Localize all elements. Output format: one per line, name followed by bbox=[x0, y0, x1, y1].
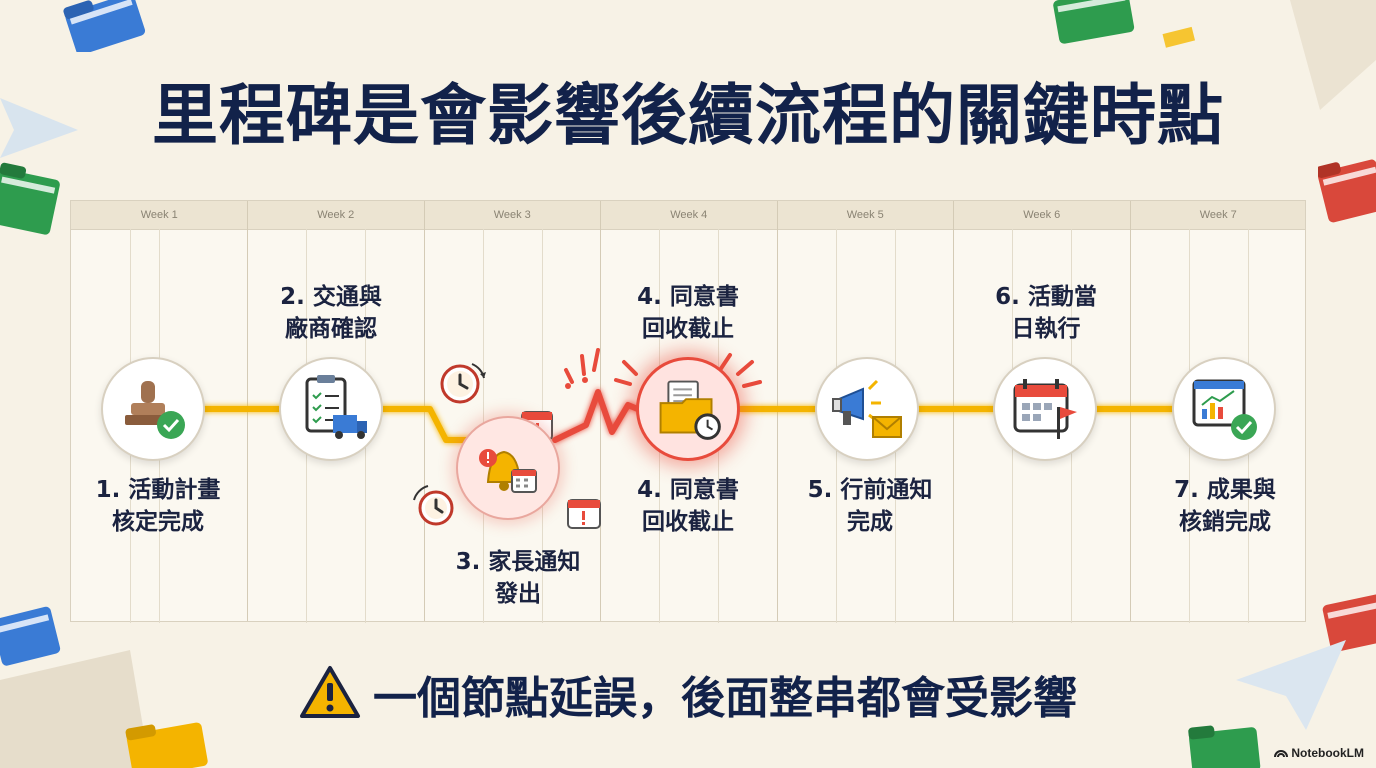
milestone-5-label: 5. 行前通知 完成 bbox=[807, 477, 933, 535]
stamp-check-icon bbox=[125, 381, 185, 439]
week-5-label: Week 5 bbox=[846, 209, 884, 221]
milestone-6-label: 6. 活動當 日執行 bbox=[995, 284, 1097, 342]
decorative-paper-bottom-left-icon bbox=[0, 650, 150, 768]
bell-calendar-icon bbox=[479, 449, 537, 493]
megaphone-mail-icon bbox=[832, 379, 902, 438]
decorative-folder-green-bottom-icon bbox=[1188, 725, 1261, 768]
clipboard-truck-icon bbox=[305, 375, 367, 439]
decorative-folder-green-top-icon bbox=[1053, 0, 1135, 44]
week-2-label: Week 2 bbox=[317, 209, 355, 221]
notebooklm-brand: NotebookLM bbox=[1274, 746, 1364, 760]
week-4-label: Week 4 bbox=[670, 209, 708, 221]
page-title: 里程碑是會影響後續流程的關鍵時點 bbox=[152, 77, 1224, 154]
week-7-label: Week 7 bbox=[1199, 209, 1237, 221]
milestone-1-label: 1. 活動計畫 核定完成 bbox=[95, 477, 221, 535]
decorative-folder-red-icon bbox=[1318, 159, 1376, 223]
decorative-folder-blue-icon bbox=[63, 0, 146, 52]
week-header: Week 1 Week 2 Week 3 Week 4 Week 5 Week … bbox=[71, 201, 1305, 230]
decorative-folder-blue-bottom-icon bbox=[0, 606, 61, 666]
calendar-alert-lower-icon bbox=[567, 499, 601, 529]
alarm-clock-icon bbox=[440, 363, 486, 404]
warning-triangle-icon bbox=[300, 666, 360, 718]
footer-warning: 一個節點延誤，後面整串都會受影響 bbox=[0, 662, 1376, 726]
decorative-folder-red-bottom-icon bbox=[1322, 594, 1376, 652]
decorative-paper-top-right-icon bbox=[1290, 0, 1376, 110]
brand-text: NotebookLM bbox=[1291, 746, 1364, 760]
milestone-2-label: 2. 交通與 廠商確認 bbox=[280, 284, 382, 342]
milestone-5-node bbox=[815, 357, 919, 461]
milestone-2-node bbox=[279, 357, 383, 461]
decorative-paper-plane-icon bbox=[0, 98, 78, 158]
alarm-clock-small-icon bbox=[413, 485, 454, 526]
milestone-7-label: 7. 成果與 核銷完成 bbox=[1174, 477, 1276, 535]
week-6-label: Week 6 bbox=[1023, 209, 1061, 221]
decorative-paper-plane-bottom-icon bbox=[1236, 640, 1346, 730]
decorative-folder-yellow-icon bbox=[125, 722, 208, 768]
milestone-4-label-top: 4. 同意書 回收截止 bbox=[637, 284, 739, 342]
milestone-3-label: 3. 家長通知 發出 bbox=[455, 549, 581, 607]
notebooklm-logo-icon bbox=[1274, 750, 1289, 758]
week-3-label: Week 3 bbox=[493, 209, 531, 221]
alert-burst-icon bbox=[564, 348, 762, 388]
decorative-note-yellow-icon bbox=[1162, 26, 1196, 48]
decorative-folder-green-icon bbox=[0, 162, 60, 235]
chart-check-icon bbox=[1192, 379, 1257, 440]
milestone-3-node bbox=[456, 416, 560, 520]
milestone-4-label-bottom: 4. 同意書 回收截止 bbox=[637, 477, 739, 535]
folder-clock-icon bbox=[659, 380, 721, 440]
milestone-1-node bbox=[101, 357, 205, 461]
milestone-6-node bbox=[993, 357, 1097, 461]
milestone-4-node bbox=[636, 357, 740, 461]
footer-text: 一個節點延誤，後面整串都會受影響 bbox=[373, 673, 1077, 724]
calendar-flag-icon bbox=[1013, 379, 1077, 439]
week-1-label: Week 1 bbox=[140, 209, 178, 221]
milestone-7-node bbox=[1172, 357, 1276, 461]
